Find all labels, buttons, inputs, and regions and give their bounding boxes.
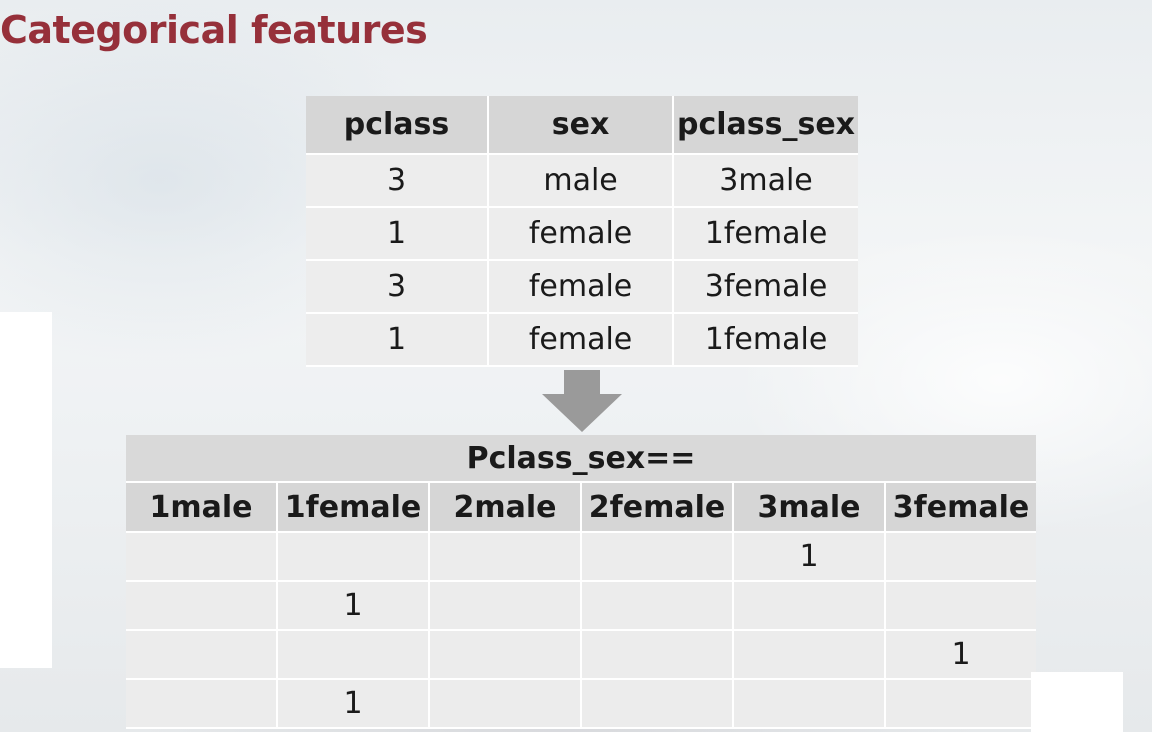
down-arrow-icon	[542, 370, 622, 432]
table-cell	[126, 630, 278, 680]
table-cell: male	[488, 154, 675, 208]
table-cell	[429, 581, 582, 631]
table-cell	[581, 532, 734, 582]
table-cell	[733, 581, 886, 631]
one-hot-header-row: 1male 1female 2male 2female 3male 3femal…	[126, 482, 1036, 533]
source-table-header-row: pclass sex pclass_sex	[306, 96, 858, 155]
table-cell: female	[488, 207, 675, 261]
table-row: 1	[126, 581, 1036, 631]
source-table: pclass sex pclass_sex 3 male 3male 1 fem…	[306, 96, 858, 367]
table-cell: 1female	[673, 207, 858, 261]
table-cell	[277, 630, 430, 680]
table-cell	[581, 630, 734, 680]
group-header: Pclass_sex==	[126, 435, 1036, 483]
table-cell	[429, 630, 582, 680]
table-cell: 3	[306, 260, 490, 314]
table-row: 3 female 3female	[306, 260, 858, 314]
table-cell	[126, 581, 278, 631]
table-cell: 3male	[673, 154, 858, 208]
table-cell: 1	[306, 207, 490, 261]
column-header-pclass: pclass	[306, 96, 490, 155]
table-cell	[429, 679, 582, 729]
table-cell: 1female	[673, 313, 858, 367]
table-cell	[581, 581, 734, 631]
table-cell	[885, 581, 1036, 631]
table-cell: 1	[306, 313, 490, 367]
table-row: 1	[126, 532, 1036, 582]
table-cell	[581, 679, 734, 729]
table-cell	[126, 679, 278, 729]
table-cell	[429, 532, 582, 582]
table-cell: female	[488, 313, 675, 367]
table-cell	[733, 630, 886, 680]
slide-title: Categorical features	[0, 8, 428, 52]
table-cell: 3	[306, 154, 490, 208]
table-cell: 1	[885, 630, 1036, 680]
table-cell	[733, 679, 886, 729]
table-cell: 1	[277, 679, 430, 729]
table-cell	[885, 679, 1036, 729]
table-row: 1 female 1female	[306, 207, 858, 261]
white-panel-right	[1031, 672, 1123, 732]
column-header-2male: 2male	[429, 482, 582, 533]
table-row: 1 female 1female	[306, 313, 858, 367]
table-row: 1	[126, 679, 1036, 729]
table-cell: 1	[277, 581, 430, 631]
table-cell: 1	[733, 532, 886, 582]
one-hot-table: Pclass_sex== 1male 1female 2male 2female…	[126, 435, 1036, 729]
table-cell: female	[488, 260, 675, 314]
column-header-pclass-sex: pclass_sex	[673, 96, 858, 155]
table-cell	[126, 532, 278, 582]
table-cell	[885, 532, 1036, 582]
white-panel-left	[0, 312, 52, 668]
table-cell	[277, 532, 430, 582]
table-cell: 3female	[673, 260, 858, 314]
table-row: 3 male 3male	[306, 154, 858, 208]
column-header-sex: sex	[488, 96, 675, 155]
column-header-1female: 1female	[277, 482, 430, 533]
column-header-3female: 3female	[885, 482, 1036, 533]
column-header-1male: 1male	[126, 482, 278, 533]
column-header-2female: 2female	[581, 482, 734, 533]
column-header-3male: 3male	[733, 482, 886, 533]
one-hot-group-header-row: Pclass_sex==	[126, 435, 1036, 483]
table-row: 1	[126, 630, 1036, 680]
